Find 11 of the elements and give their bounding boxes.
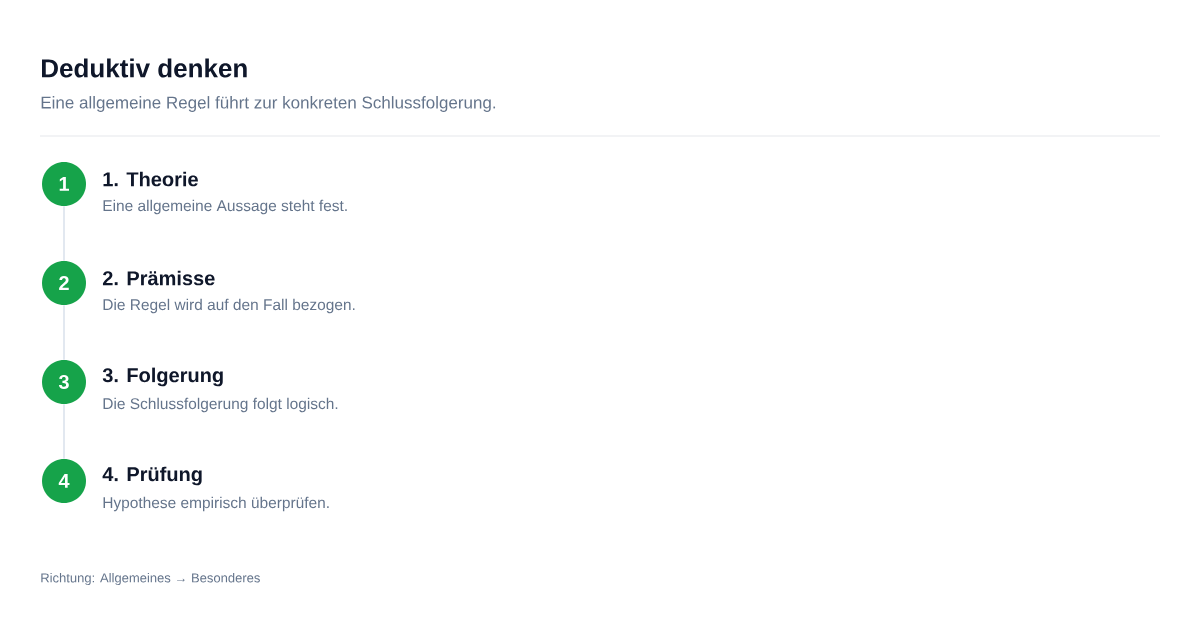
subtitle: Eine allgemeine Regel führt zur konkreten Schlussfolgerung. bbox=[41, 96, 496, 112]
step-description: Eine allgemeine Aussage steht fest. bbox=[103, 199, 347, 215]
step-heading: 1. Theorie bbox=[103, 171, 198, 187]
step-heading: 4. Prüfung bbox=[102, 466, 202, 486]
title: Deduktiv denken bbox=[42, 58, 247, 78]
step-heading: 3. Folgerung bbox=[102, 367, 223, 387]
step-heading: 2. Prämisse bbox=[102, 270, 215, 286]
step-description: Die Regel wird auf den Fall bezogen. bbox=[103, 298, 355, 314]
step-description: Die Schlussfolgerung folgt logisch. bbox=[103, 397, 338, 413]
footnote: Richtung: Allgemeines → Besonderes bbox=[41, 572, 260, 586]
step-description: Hypothese empirisch überprüfen. bbox=[103, 496, 329, 512]
